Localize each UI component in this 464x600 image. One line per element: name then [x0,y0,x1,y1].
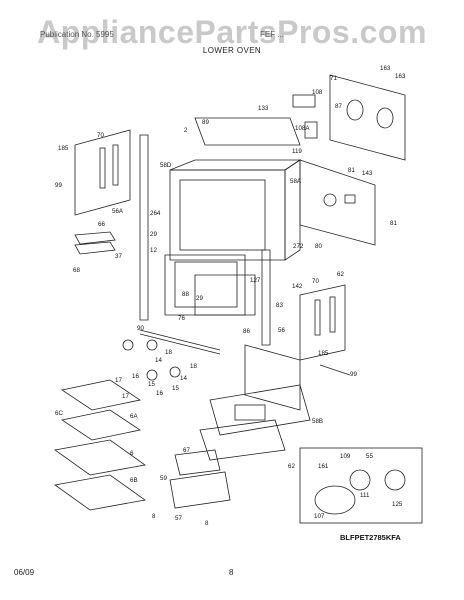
svg-text:81: 81 [390,220,397,227]
svg-text:86: 86 [243,328,250,335]
svg-text:58B: 58B [312,418,323,425]
svg-text:81: 81 [348,167,355,174]
svg-text:12: 12 [150,247,157,254]
oven-racks [53,379,147,511]
svg-text:29: 29 [150,231,157,238]
model-header: FEF ... [260,30,284,39]
svg-text:109: 109 [340,453,351,460]
svg-text:8: 8 [205,520,209,527]
svg-text:127: 127 [250,277,261,284]
publication-number: Publication No. 5995 [40,30,114,39]
bake-element [74,231,116,255]
svg-text:87: 87 [335,103,342,110]
svg-text:6: 6 [130,450,134,457]
svg-text:14: 14 [155,357,162,364]
watermark-logo: AppliancePartsPros.com [37,14,427,50]
svg-text:161: 161 [318,463,329,470]
svg-text:68: 68 [73,267,80,274]
footer-date: 06/09 [14,568,35,577]
svg-text:133: 133 [258,105,269,112]
fan-motor-inset [299,447,423,524]
svg-text:15: 15 [148,381,155,388]
svg-text:6B: 6B [130,477,138,484]
broil-pan [174,449,221,476]
svg-text:37: 37 [115,253,122,260]
svg-text:2: 2 [184,127,188,134]
svg-text:163: 163 [395,73,406,80]
svg-text:58D: 58D [160,162,172,169]
back-panel [329,74,406,161]
bottom-panel [244,344,301,411]
svg-text:272: 272 [293,243,304,250]
oven-cavity [169,169,286,261]
svg-text:119: 119 [292,148,302,155]
svg-text:6C: 6C [55,410,63,417]
svg-text:67: 67 [183,447,190,454]
svg-text:99: 99 [55,182,62,189]
svg-text:15: 15 [172,385,179,392]
svg-text:89: 89 [202,119,209,126]
left-side-panel [74,129,131,216]
svg-text:108A: 108A [295,125,310,132]
svg-text:18: 18 [190,363,197,370]
svg-text:107: 107 [314,513,325,520]
svg-text:143: 143 [362,170,373,177]
svg-text:55: 55 [366,453,373,460]
top-bracket [194,117,301,146]
svg-text:16: 16 [132,373,139,380]
svg-text:59: 59 [160,475,167,482]
svg-text:71: 71 [330,75,337,82]
svg-text:57: 57 [175,515,182,522]
svg-text:83: 83 [276,302,283,309]
svg-text:66: 66 [98,221,105,228]
svg-text:90: 90 [137,325,144,332]
svg-text:88: 88 [182,291,189,298]
svg-text:6A: 6A [130,413,138,420]
svg-text:17: 17 [122,393,129,400]
svg-text:185: 185 [58,145,69,152]
svg-text:76: 76 [178,315,185,322]
svg-text:18: 18 [165,349,172,356]
svg-text:99: 99 [350,371,357,378]
svg-text:62: 62 [288,463,295,470]
svg-text:185: 185 [318,350,329,357]
svg-text:62: 62 [337,271,344,278]
svg-text:111: 111 [360,492,370,499]
svg-text:70: 70 [97,132,104,139]
section-title: LOWER OVEN [202,46,262,55]
model-code: BLFPET2785KFA [340,533,401,542]
right-lower-panel [299,284,346,361]
svg-text:14: 14 [180,375,187,382]
lower-cavity [194,274,256,316]
right-side-panel [299,159,376,246]
svg-text:56A: 56A [112,208,124,215]
svg-text:163: 163 [380,65,391,72]
svg-text:264: 264 [150,210,161,217]
svg-text:108: 108 [312,89,323,96]
svg-text:8: 8 [152,513,156,520]
part-labels: 163 163 71 108 133 108A 119 87 70 89 2 185 58D… [55,65,406,527]
svg-text:17: 17 [115,377,122,384]
svg-text:125: 125 [392,501,403,508]
door-frame [164,254,246,316]
svg-text:70: 70 [312,278,319,285]
svg-text:56: 56 [278,327,285,334]
svg-text:16: 16 [156,390,163,397]
svg-text:80: 80 [315,243,322,250]
svg-text:142: 142 [292,283,303,290]
page-number: 8 [229,568,234,577]
right-trim-strip [261,249,271,346]
svg-text:29: 29 [196,295,203,302]
left-trim-strip [139,134,149,321]
svg-text:58A: 58A [290,178,302,185]
